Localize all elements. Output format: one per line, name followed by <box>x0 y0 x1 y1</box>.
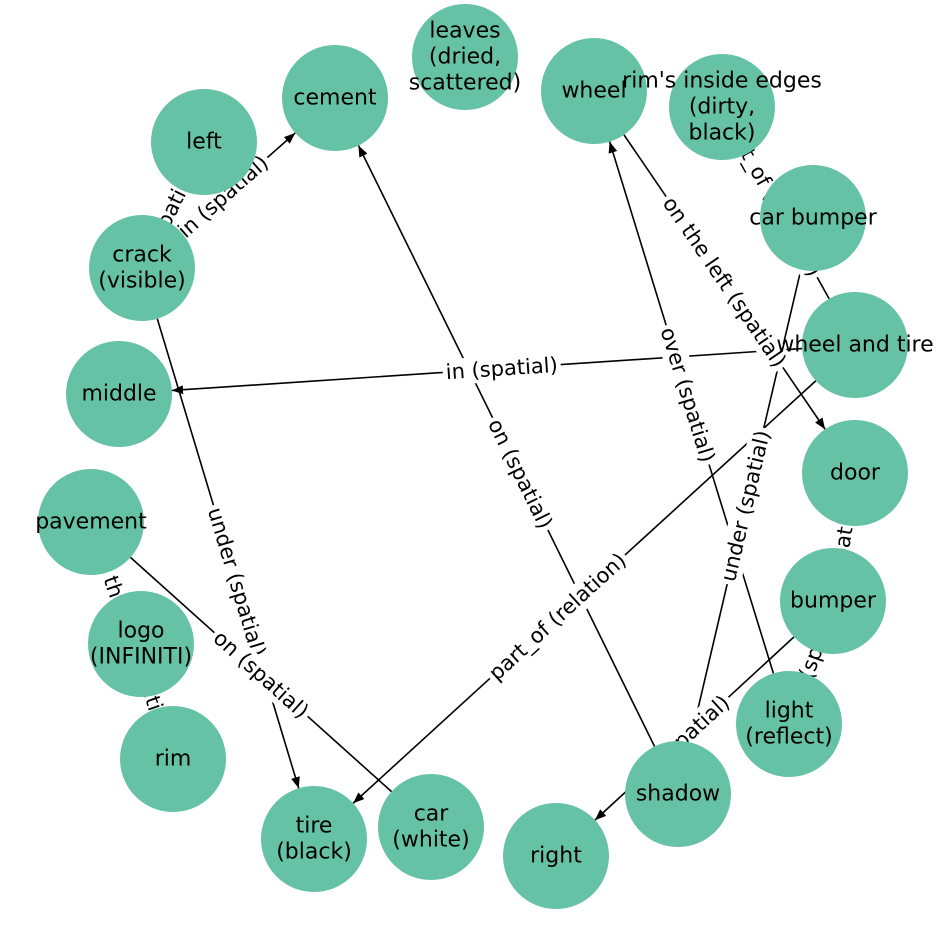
nodes-layer: leaves(dried,scattered) cement wheelrim's … <box>35 4 934 909</box>
node-label: shadow <box>636 782 720 807</box>
node-wheel: wheel <box>541 38 647 144</box>
node-label: rim <box>155 747 192 772</box>
node-label: cement <box>293 86 377 111</box>
node-label: bumper <box>790 589 877 614</box>
node-circle <box>261 786 367 892</box>
edge-label-background <box>653 321 722 469</box>
node-label: (white) <box>392 828 469 853</box>
node-circle <box>66 341 172 447</box>
node-circle <box>760 165 866 271</box>
edge-label-background <box>655 189 794 375</box>
edge-label: over (spatial) <box>656 324 720 465</box>
node-label: black) <box>689 121 756 146</box>
node-circle <box>669 54 775 160</box>
node-circle <box>412 4 518 110</box>
node-label: logo <box>118 619 165 644</box>
edges-layer <box>107 132 847 821</box>
node-label: right <box>530 844 582 869</box>
node-circle <box>625 741 731 847</box>
node-label: rim's inside edges <box>622 69 822 94</box>
edge-label-group: over (spatial) <box>653 321 722 469</box>
node-circle <box>802 292 908 398</box>
edge-label-group: on (spatial) <box>480 411 560 536</box>
node-shadow: shadow <box>625 741 731 847</box>
node-tire: tire(black) <box>261 786 367 892</box>
node-leaves: leaves(dried,scattered) <box>409 4 521 110</box>
node-label: tire <box>296 814 333 839</box>
node-circle <box>802 420 908 526</box>
node-circle <box>38 469 144 575</box>
node-label: pavement <box>35 510 147 535</box>
node-label: door <box>830 461 881 486</box>
edge-label-background <box>480 411 560 536</box>
edge-label-background <box>714 424 777 588</box>
node-left: left <box>151 89 257 195</box>
node-cement: cement <box>282 45 388 151</box>
node-label: wheel <box>561 79 626 104</box>
node-label: (black) <box>276 840 352 865</box>
node-circle <box>541 38 647 144</box>
node-circle <box>780 548 886 654</box>
edge-label-background <box>201 501 273 663</box>
node-logo: logo(INFINITI) <box>88 591 194 697</box>
node-light: light(reflect) <box>736 671 842 777</box>
node-circle <box>120 706 226 812</box>
node-label: (visible) <box>98 269 185 294</box>
node-circle <box>151 89 257 195</box>
node-label: car bumper <box>749 206 877 231</box>
node-right: right <box>503 803 609 909</box>
node-rim: rim <box>120 706 226 812</box>
node-label: leaves <box>429 19 500 44</box>
node-car-bumper: car bumper <box>749 165 878 271</box>
edge-label-background <box>441 351 562 386</box>
node-circle <box>88 591 194 697</box>
node-label: (dried, <box>429 45 501 70</box>
node-circle <box>503 803 609 909</box>
node-label: (reflect) <box>745 725 832 750</box>
node-label: left <box>186 130 222 155</box>
edge-label-group: in (spatial) <box>441 351 562 386</box>
edge-label-background <box>170 147 276 246</box>
edge-label-group: part_of (relation) <box>481 545 635 689</box>
node-circle <box>736 671 842 777</box>
node-label: car <box>414 802 450 827</box>
node-circle <box>378 774 484 880</box>
node-middle: middle <box>66 341 172 447</box>
node-wheel-tire: wheel and tire <box>776 292 934 398</box>
node-circle <box>282 45 388 151</box>
edge-label-background <box>481 545 635 689</box>
node-circle <box>89 215 195 321</box>
node-pavement: pavement <box>35 469 147 575</box>
node-label: crack <box>112 243 172 268</box>
edge-label: in (spatial) <box>445 353 558 384</box>
node-label: light <box>765 699 814 724</box>
node-label: wheel and tire <box>776 333 933 358</box>
node-label: middle <box>81 382 156 407</box>
node-car: car(white) <box>378 774 484 880</box>
node-label: (INFINITI) <box>90 645 192 670</box>
edge-label: on (spatial) <box>483 415 557 532</box>
edge-label-background <box>205 623 317 726</box>
node-bumper: bumper <box>780 548 886 654</box>
node-door: door <box>802 420 908 526</box>
node-label: (dirty, <box>689 95 755 120</box>
edge-label-group: under (spatial) <box>714 424 777 588</box>
edge-label: part_of (relation) <box>484 548 631 686</box>
node-label: scattered) <box>409 71 521 96</box>
node-crack: crack(visible) <box>89 215 195 321</box>
node-rim-edges: rim's inside edges(dirty,black) <box>622 54 822 160</box>
